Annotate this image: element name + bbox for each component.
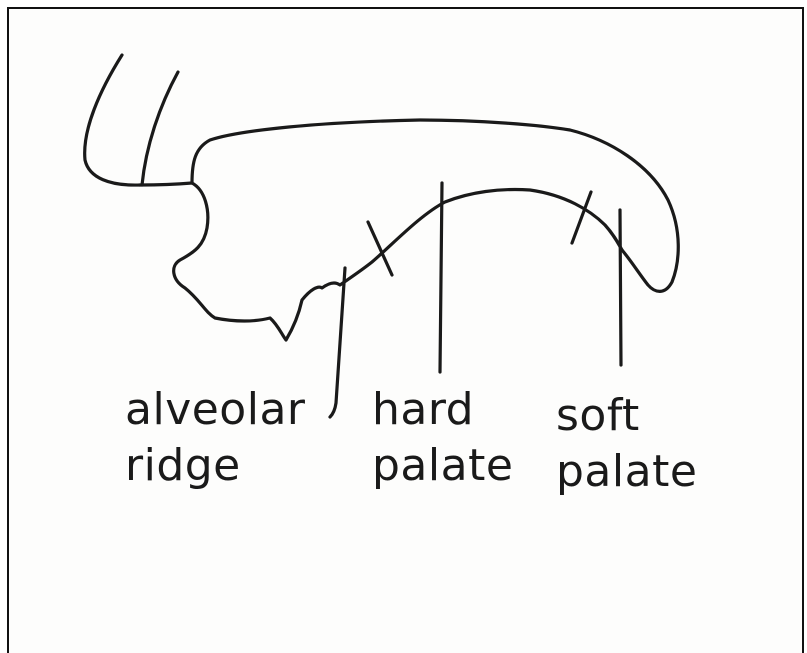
alveolar-ridge-label-line-1: alveolar — [125, 382, 306, 438]
gum-line — [140, 183, 192, 185]
alveolar-ridge-label-line-2: ridge — [125, 438, 306, 494]
hard-palate-label-line-2: palate — [372, 438, 513, 494]
alveolar-ridge-pointer — [330, 268, 345, 417]
soft-palate-tick-mark — [572, 192, 591, 243]
alveolar-outline — [174, 183, 622, 340]
soft-palate-label-line-1: soft — [556, 388, 697, 444]
front-tooth-outline — [85, 55, 140, 185]
alveolar-ridge-label: alveolar ridge — [125, 382, 306, 494]
back-tooth-outline — [142, 72, 178, 185]
hard-palate-label-line-1: hard — [372, 382, 513, 438]
soft-palate-label-line-2: palate — [556, 444, 697, 500]
soft-palate-pointer — [620, 210, 621, 365]
hard-palate-label: hard palate — [372, 382, 513, 494]
upper-palate-outline — [192, 120, 678, 291]
soft-palate-label: soft palate — [556, 388, 697, 500]
hard-palate-pointer — [440, 183, 442, 372]
